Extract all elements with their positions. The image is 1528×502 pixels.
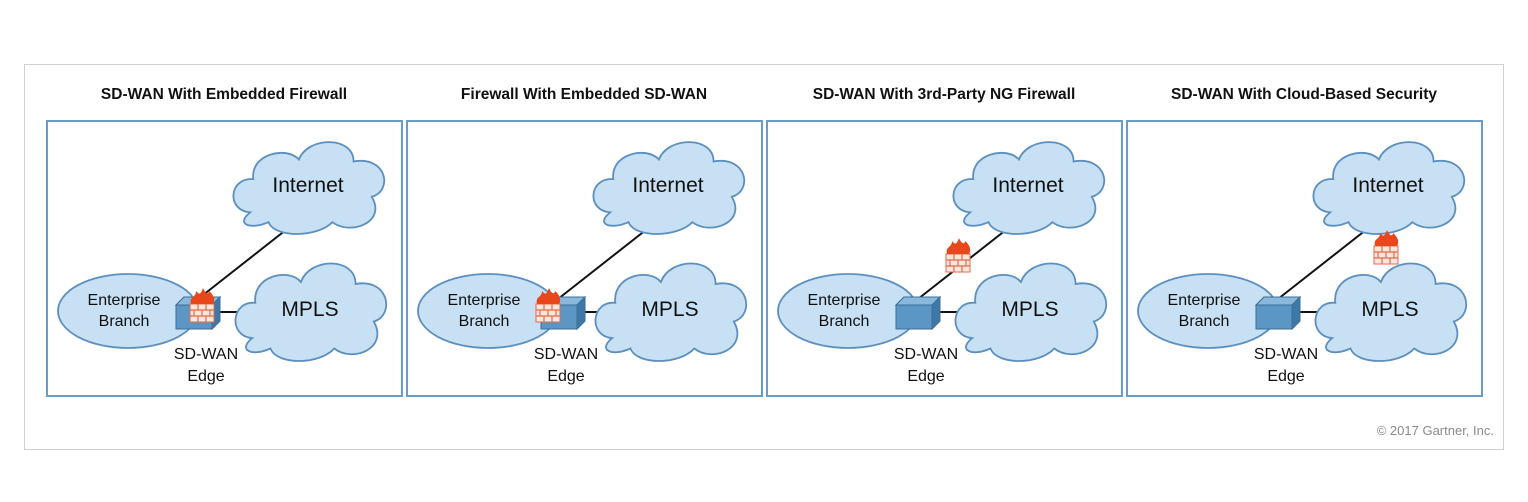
mpls-cloud-label: MPLS <box>1001 298 1058 321</box>
cloud-icon <box>1314 262 1468 362</box>
cloud-icon <box>1312 141 1466 235</box>
enterprise-label: Enterprise <box>1168 292 1241 309</box>
edge-label: Edge <box>1267 368 1304 385</box>
internet-cloud: Internet <box>952 141 1106 235</box>
sd-wan-label: SD-WAN <box>174 346 238 363</box>
sd-wan-edge-device-icon <box>1254 295 1302 331</box>
cloud-icon <box>232 141 386 235</box>
firewall-icon <box>535 288 561 323</box>
mpls-cloud-label: MPLS <box>281 298 338 321</box>
mpls-cloud-label: MPLS <box>641 298 698 321</box>
internet-cloud-label: Internet <box>632 174 703 197</box>
internet-cloud: Internet <box>592 141 746 235</box>
edge-label: Edge <box>907 368 944 385</box>
branch-label: Branch <box>1179 313 1230 330</box>
firewall-icon <box>945 238 971 273</box>
mpls-cloud: MPLS <box>234 262 388 362</box>
internet-link <box>197 221 297 300</box>
edge-label: Edge <box>187 368 224 385</box>
firewall-icon <box>189 288 215 323</box>
internet-cloud: Internet <box>1312 141 1466 235</box>
cloud-icon <box>592 141 746 235</box>
enterprise-label: Enterprise <box>808 292 881 309</box>
mpls-cloud: MPLS <box>594 262 748 362</box>
cloud-icon <box>594 262 748 362</box>
branch-label: Branch <box>459 313 510 330</box>
internet-cloud: Internet <box>232 141 386 235</box>
mpls-cloud-label: MPLS <box>1361 298 1418 321</box>
enterprise-label: Enterprise <box>448 292 521 309</box>
panel-title-embedded-sdwan: Firewall With Embedded SD-WAN <box>460 86 708 103</box>
mpls-cloud: MPLS <box>1314 262 1468 362</box>
edge-label: Edge <box>547 368 584 385</box>
mpls-cloud: MPLS <box>954 262 1108 362</box>
sd-wan-label: SD-WAN <box>1254 346 1318 363</box>
branch-label: Branch <box>819 313 870 330</box>
cloud-icon <box>954 262 1108 362</box>
panel-title-cloud-security: SD-WAN With Cloud-Based Security <box>1171 86 1437 103</box>
internet-cloud-label: Internet <box>272 174 343 197</box>
internet-link <box>1277 221 1377 300</box>
internet-link <box>557 221 657 300</box>
enterprise-label: Enterprise <box>88 292 161 309</box>
copyright-notice: © 2017 Gartner, Inc. <box>1376 423 1494 438</box>
sd-wan-label: SD-WAN <box>894 346 958 363</box>
firewall-icon <box>1373 230 1399 265</box>
sd-wan-edge-device-icon <box>894 295 942 331</box>
internet-cloud-label: Internet <box>992 174 1063 197</box>
panel-title-embedded-firewall: SD-WAN With Embedded Firewall <box>100 86 348 103</box>
cloud-icon <box>952 141 1106 235</box>
internet-cloud-label: Internet <box>1352 174 1423 197</box>
sd-wan-label: SD-WAN <box>534 346 598 363</box>
branch-label: Branch <box>99 313 150 330</box>
cloud-icon <box>234 262 388 362</box>
panel-title-third-party-firewall: SD-WAN With 3rd-Party NG Firewall <box>812 86 1076 103</box>
